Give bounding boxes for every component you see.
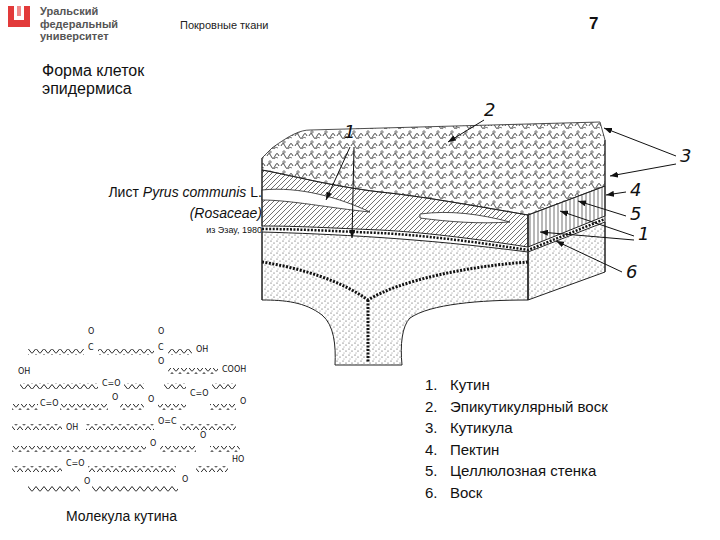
list-number: 3. bbox=[425, 419, 438, 436]
atom-label: C=O bbox=[190, 390, 209, 398]
atom-label: O bbox=[148, 396, 154, 404]
atom-label: O bbox=[158, 358, 164, 366]
atom-label: O bbox=[240, 398, 246, 406]
list-text: Пектин bbox=[450, 441, 499, 458]
atom-label: C=O bbox=[102, 380, 121, 388]
leader-lines bbox=[326, 120, 676, 272]
caption-text: L. bbox=[250, 184, 262, 200]
list-text: Воск bbox=[450, 484, 482, 501]
logo-mark bbox=[8, 6, 30, 27]
callout-number: 6 bbox=[626, 262, 637, 283]
cuticle-block bbox=[262, 122, 605, 365]
list-number: 2. bbox=[425, 398, 438, 415]
family-name: (Rosaceae) bbox=[190, 205, 262, 221]
page-number: 7 bbox=[589, 14, 598, 34]
list-number: 1. bbox=[425, 376, 438, 393]
atom-label: O bbox=[112, 394, 118, 402]
list-text: Эпикутикулярный воск bbox=[450, 398, 608, 415]
slide-title: Форма клеток эпидермиса bbox=[42, 62, 192, 99]
list-number: 5. bbox=[425, 462, 438, 479]
figure-caption: Молекула кутина bbox=[66, 508, 177, 524]
list-text: Целлюлозная стенка bbox=[450, 462, 596, 479]
list-text: Кутикула bbox=[450, 419, 512, 436]
callout-number: 1 bbox=[344, 122, 355, 143]
atom-label: O bbox=[200, 432, 206, 440]
callout-number: 4 bbox=[630, 180, 641, 201]
atom-label: O bbox=[88, 328, 94, 336]
atom-label: O bbox=[158, 328, 164, 336]
callout-number: 5 bbox=[630, 204, 641, 225]
atom-label: OH bbox=[66, 424, 78, 432]
atom-label: O bbox=[150, 440, 156, 448]
species-name: Pyrus communis bbox=[143, 184, 246, 200]
logo-text: Уральский федеральный университет bbox=[40, 5, 124, 43]
callout-number: 3 bbox=[680, 146, 691, 167]
atom-label: C bbox=[88, 344, 94, 352]
atom-label: O bbox=[182, 476, 188, 484]
list-text: Кутин bbox=[450, 376, 490, 393]
atom-label: OH bbox=[196, 346, 208, 354]
cutin-molecule bbox=[12, 349, 240, 492]
atom-label: COOH bbox=[222, 366, 246, 374]
atom-label: C bbox=[158, 344, 164, 352]
caption-text: Лист bbox=[108, 184, 138, 200]
list-number: 6. bbox=[425, 484, 438, 501]
section-header: Покровные ткани bbox=[180, 19, 269, 32]
atom-label: C=O bbox=[66, 460, 85, 468]
atom-label: C=O bbox=[40, 400, 59, 408]
source-note: из Эзау, 1980 bbox=[206, 225, 262, 235]
atom-label: OH bbox=[18, 368, 30, 376]
atom-label: O=C bbox=[158, 418, 177, 426]
callout-number: 2 bbox=[484, 100, 495, 121]
atom-label: HO bbox=[232, 456, 244, 464]
atom-label: O bbox=[84, 478, 90, 486]
callout-number: 1 bbox=[638, 224, 649, 245]
list-number: 4. bbox=[425, 441, 438, 458]
